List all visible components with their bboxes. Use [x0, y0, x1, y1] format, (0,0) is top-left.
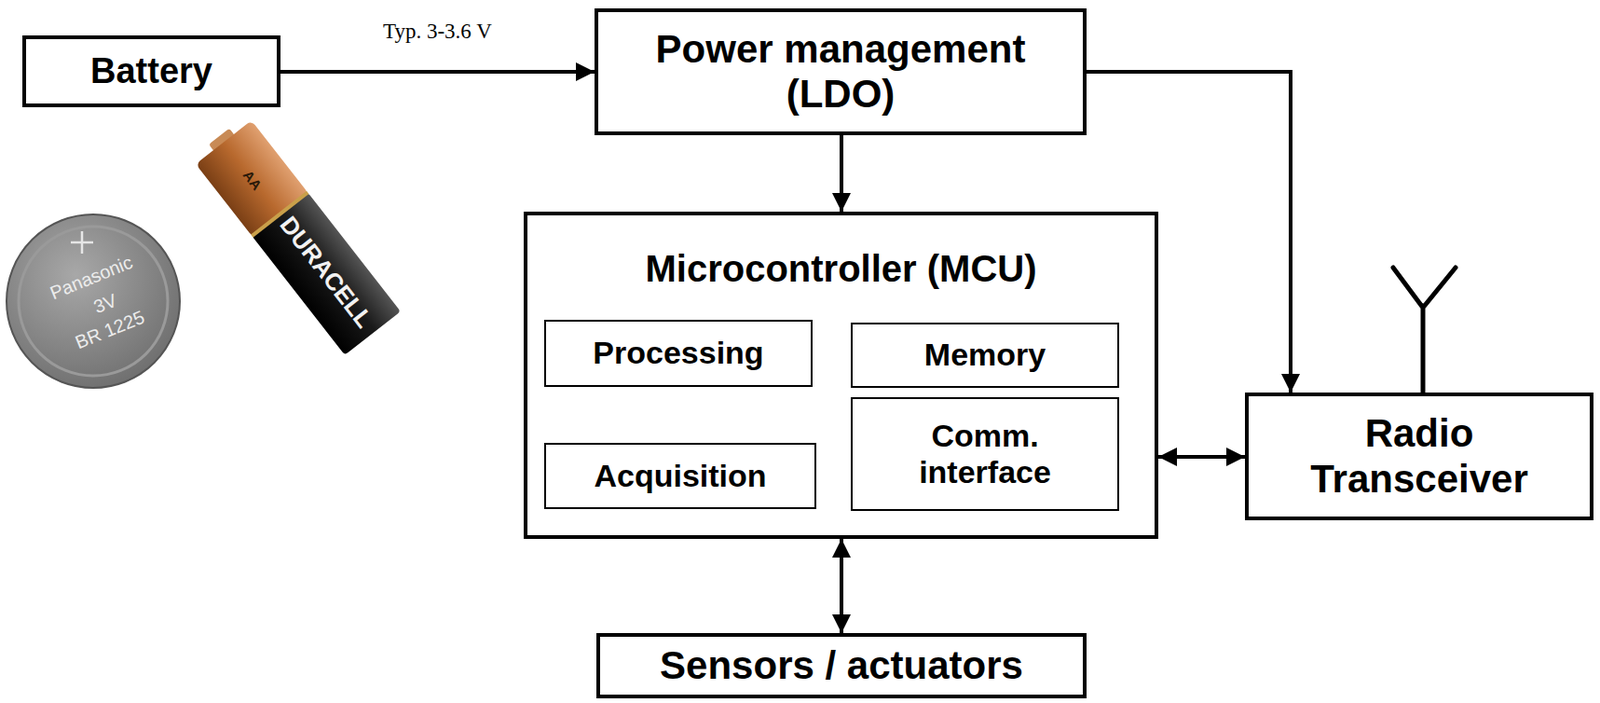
sensor-box: Sensors / actuators	[596, 632, 1087, 698]
node-label: Radio Transceiver	[1279, 410, 1559, 502]
node-label: Sensors / actuators	[659, 642, 1024, 688]
radio-box: Radio Transceiver	[1244, 392, 1594, 520]
node-label: Microcontroller (MCU)	[645, 246, 1038, 290]
battery-box: Battery	[22, 35, 281, 108]
node-label: Acquisition	[593, 457, 766, 494]
mcu-box: Microcontroller (MCU) Processing MemoryAcq…	[523, 211, 1159, 539]
antenna-symbol	[1393, 267, 1456, 393]
connector-arrow	[839, 538, 844, 633]
connector-arrow	[1158, 454, 1245, 459]
aa-battery	[191, 114, 401, 356]
block-box: Comm. interface	[850, 396, 1120, 511]
connector-arrow	[839, 135, 844, 212]
coin-cell	[6, 214, 180, 388]
node-label: Comm. interface	[882, 417, 1088, 491]
plus-sign	[70, 231, 94, 254]
node-label: Power management (LDO)	[621, 27, 1060, 118]
ldo-box: Power management (LDO)	[594, 8, 1087, 136]
node-label: Memory	[924, 336, 1046, 373]
node-label: Battery	[90, 51, 213, 93]
node-label: Processing	[592, 334, 764, 371]
block-box: Acquisition	[544, 442, 817, 509]
connector-arrow	[280, 69, 595, 74]
block-box: Processing	[544, 319, 813, 387]
voltage-label: Typ. 3-3.6 V	[380, 19, 495, 44]
block-box: Memory	[850, 322, 1120, 388]
